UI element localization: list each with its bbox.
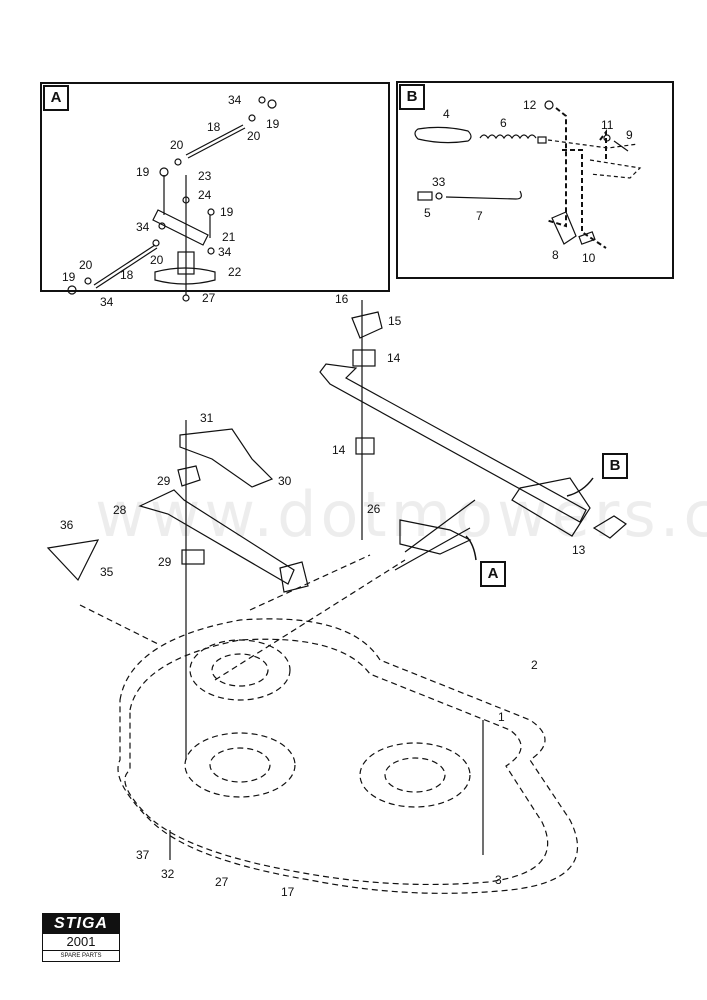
callout: 30 [278,474,292,488]
callout: 29 [157,474,171,488]
callout: 17 [281,885,295,899]
callout: 34 [228,93,242,107]
callout: 1 [498,710,505,724]
mower-deck-outline [79,554,579,894]
callout: 29 [158,555,172,569]
callout: 34 [136,220,150,234]
callout: 20 [79,258,93,272]
inset-a-tag: A [43,85,69,111]
callout: 19 [220,205,234,219]
callout: 35 [100,565,114,579]
callout: 36 [60,518,74,532]
logo-year: 2001 [43,934,119,951]
callout: 3 [495,873,502,887]
callout: 13 [572,543,586,557]
callout: 6 [500,116,507,130]
inset-a-parts [67,96,277,302]
callout: 5 [424,206,431,220]
callout: 19 [136,165,150,179]
callout: 4 [443,107,450,121]
logo-brand: STIGA [43,914,119,934]
callout: 21 [222,230,236,244]
callout: 28 [113,503,127,517]
stiga-logo: STIGA 2001 SPARE PARTS [42,913,120,962]
callout: 15 [388,314,402,328]
callout: 19 [62,270,76,284]
inset-b-frame [396,81,674,279]
logo-subtitle: SPARE PARTS [60,953,102,959]
callout: 7 [476,209,483,223]
callout: 23 [198,169,212,183]
callout: 19 [266,117,280,131]
callout: 11 [601,118,614,132]
callout: 2 [531,658,538,672]
callout: 20 [150,253,164,267]
callout: 14 [387,351,401,365]
pointer-a-arrow [465,535,477,561]
callout: 16 [335,292,349,306]
callout: 34 [218,245,232,259]
pointer-tag-a: A [480,561,506,587]
callout: 37 [136,848,150,862]
callout: 10 [582,251,596,265]
callout: 18 [120,268,134,282]
callout: 27 [215,875,229,889]
callout: 9 [626,128,633,142]
inset-b-parts [414,100,642,249]
callout: 33 [432,175,446,189]
inset-a-frame [40,82,390,292]
callout: 20 [247,129,261,143]
callout: 26 [367,502,381,516]
callout: 18 [207,120,221,134]
callout: 14 [332,443,346,457]
callout: 34 [100,295,114,309]
callout: 27 [202,291,216,305]
inset-b-tag: B [399,84,425,110]
callout: 22 [228,265,242,279]
main-assembly [46,300,627,860]
pointer-tag-b: B [602,453,628,479]
callout: 31 [200,411,214,425]
callout: 32 [161,867,175,881]
callout: 20 [170,138,184,152]
callout: 24 [198,188,212,202]
callout: 8 [552,248,559,262]
watermark-text: www.dotmowers.co.uk [95,478,707,551]
callout: 12 [523,98,537,112]
pointer-b-arrow [566,477,594,497]
